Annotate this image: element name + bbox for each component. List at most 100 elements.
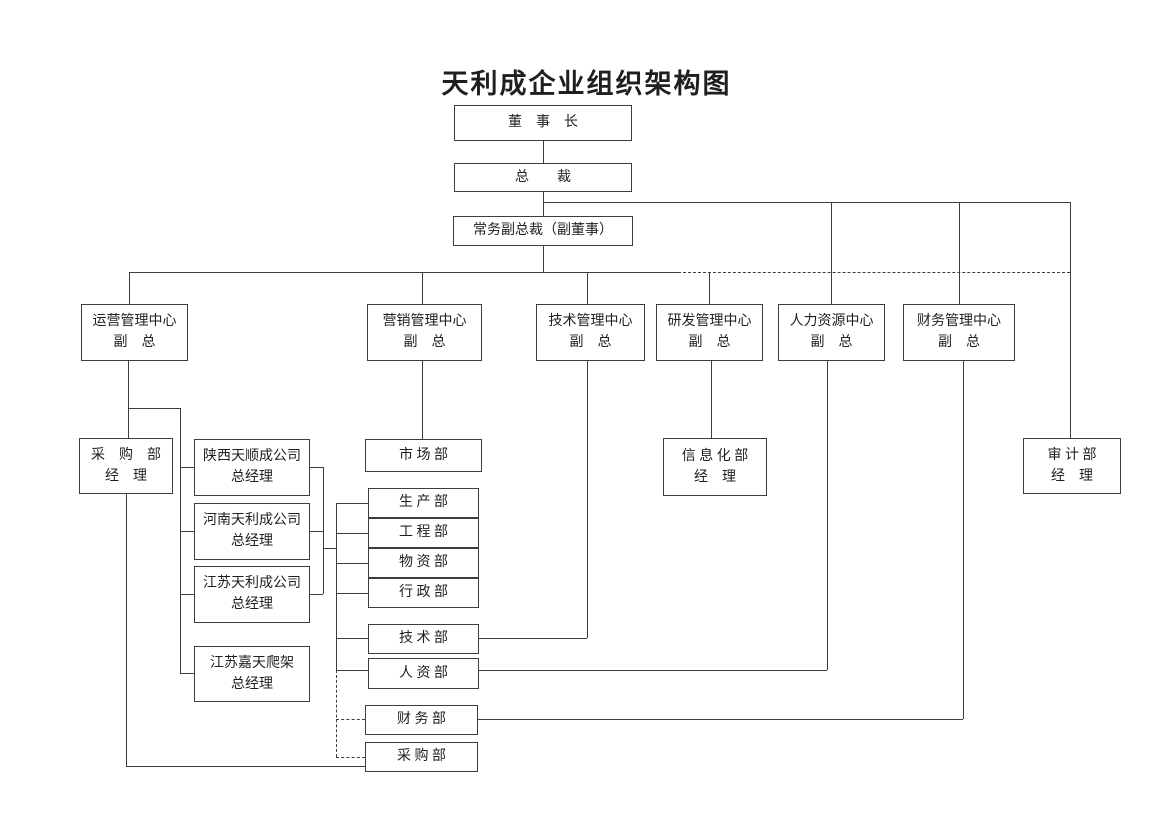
connector-line [180, 531, 194, 532]
node-label: 河南天利成公司 [203, 513, 301, 528]
node-label: 审 计 部 [1047, 447, 1097, 463]
node-audit-manager: 审 计 部经 理 [1023, 438, 1121, 494]
node-marketing-center: 营销管理中心副 总 [367, 304, 482, 361]
node-label: 经 理 [1051, 468, 1093, 484]
node-label: 总经理 [231, 597, 273, 612]
connector-line [336, 593, 368, 594]
node-label: 采 购 部 [91, 447, 161, 463]
node-henan-tianlicheng: 河南天利成公司总经理 [194, 503, 310, 560]
node-chairman: 董 事 长 [454, 105, 632, 141]
node-label: 运营管理中心 [92, 314, 177, 329]
connector-line [336, 533, 368, 534]
node-finance-dept: 财 务 部 [365, 705, 478, 735]
connector-line [478, 719, 963, 720]
node-label: 副 总 [688, 335, 731, 350]
node-label: 副 总 [938, 335, 980, 350]
node-label: 采 购 部 [397, 749, 446, 764]
connector-line [310, 594, 323, 595]
node-label: 经 理 [694, 469, 736, 485]
node-label: 财 务 部 [397, 712, 446, 727]
node-label: 总经理 [231, 534, 273, 549]
connector-line [709, 272, 710, 304]
connector-line [180, 673, 194, 674]
node-label: 财务管理中心 [917, 314, 1001, 329]
connector-line [336, 503, 337, 670]
connector-line [959, 202, 960, 304]
node-hr-dept: 人 资 部 [368, 658, 479, 689]
node-tech-dept: 技 术 部 [368, 624, 479, 654]
node-rd-center: 研发管理中心副 总 [656, 304, 763, 361]
node-label: 总经理 [231, 676, 273, 692]
connector-line [543, 192, 544, 216]
connector-line [336, 563, 368, 564]
node-production-dept: 生 产 部 [368, 488, 479, 518]
connector-line [180, 467, 194, 468]
connector-line [323, 467, 324, 594]
node-label: 经 理 [105, 468, 147, 484]
node-label: 副 总 [810, 335, 853, 350]
node-label: 行 政 部 [399, 585, 448, 600]
dashed-connector-line [336, 670, 337, 757]
node-tech-center: 技术管理中心副 总 [536, 304, 645, 361]
node-label: 总 裁 [515, 169, 571, 185]
node-label: 市 场 部 [399, 447, 448, 463]
dashed-connector-line [336, 757, 365, 758]
connector-line [128, 361, 129, 438]
connector-line [180, 408, 181, 673]
node-label: 技 术 部 [399, 631, 448, 646]
connector-line [479, 638, 587, 639]
connector-line [336, 670, 368, 671]
node-label: 物 资 部 [399, 555, 448, 570]
node-jiangsu-jiatian: 江苏嘉天爬架总经理 [194, 646, 310, 702]
connector-line [479, 670, 827, 671]
node-label: 营销管理中心 [382, 314, 467, 329]
node-label: 陕西天顺成公司 [203, 449, 301, 464]
connector-line [126, 766, 365, 767]
connector-line [310, 531, 323, 532]
node-finance-center: 财务管理中心副 总 [903, 304, 1015, 361]
connector-line [543, 202, 1070, 203]
connector-line [336, 503, 368, 504]
node-label: 董 事 长 [508, 115, 578, 130]
node-procurement-manager: 采 购 部经 理 [79, 438, 173, 494]
connector-line [128, 408, 180, 409]
connector-line [323, 548, 336, 549]
dashed-connector-line [336, 719, 365, 720]
node-label: 副 总 [569, 335, 612, 350]
node-label: 人 资 部 [399, 665, 448, 681]
node-label: 技术管理中心 [548, 314, 633, 329]
node-admin-dept: 行 政 部 [368, 578, 479, 608]
connector-line [310, 467, 323, 468]
connector-line [129, 272, 678, 273]
dashed-connector-line [678, 272, 1070, 273]
node-purchasing-dept: 采 购 部 [365, 742, 478, 772]
connector-line [422, 361, 423, 439]
connector-line [422, 272, 423, 304]
connector-line [1070, 202, 1071, 438]
node-president: 总 裁 [454, 163, 632, 192]
node-info-manager: 信 息 化 部经 理 [663, 438, 767, 496]
node-ops-center: 运营管理中心副 总 [81, 304, 188, 361]
node-label: 研发管理中心 [667, 314, 752, 329]
node-materials-dept: 物 资 部 [368, 548, 479, 578]
node-label: 信 息 化 部 [681, 448, 749, 464]
chart-title: 天利成企业组织架构图 [441, 69, 732, 99]
connector-line [543, 246, 544, 272]
node-hr-center: 人力资源中心副 总 [778, 304, 885, 361]
node-label: 人力资源中心 [789, 314, 874, 329]
node-label: 生 产 部 [399, 495, 448, 510]
node-market-dept: 市 场 部 [365, 439, 482, 472]
node-label: 总经理 [231, 470, 273, 485]
node-label: 工 程 部 [399, 525, 448, 540]
node-engineering-dept: 工 程 部 [368, 518, 479, 548]
node-jiangsu-tianlicheng: 江苏天利成公司总经理 [194, 566, 310, 623]
node-label: 常务副总裁（副董事） [473, 223, 613, 238]
node-shaanxi-tianshuncheng: 陕西天顺成公司总经理 [194, 439, 310, 496]
connector-line [827, 361, 828, 670]
connector-line [963, 361, 964, 719]
node-label: 江苏嘉天爬架 [210, 655, 294, 671]
connector-line [126, 494, 127, 766]
connector-line [129, 272, 130, 304]
connector-line [180, 594, 194, 595]
